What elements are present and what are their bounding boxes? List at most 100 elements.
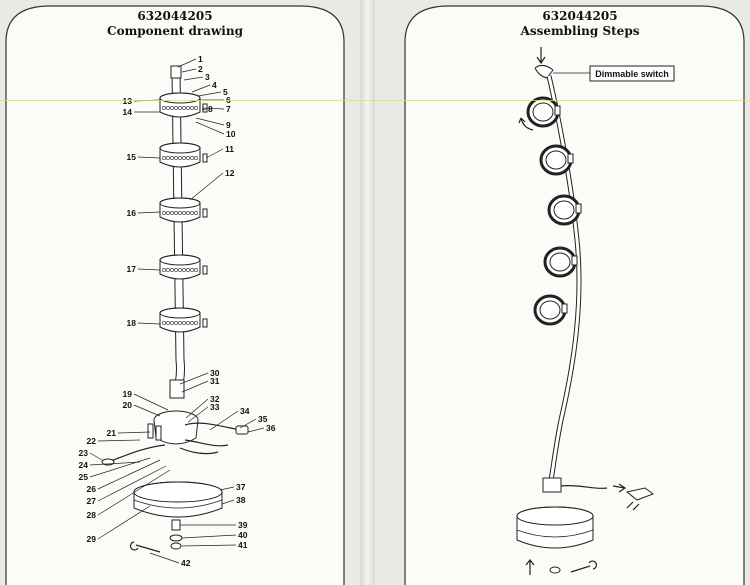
- leader-line: [137, 156, 161, 159]
- leader-line: [133, 393, 169, 411]
- page-title: Component drawing: [107, 24, 244, 38]
- leader-line: [201, 108, 207, 111]
- callout-14: 14: [123, 107, 133, 117]
- wrench: [570, 560, 597, 573]
- model-number: 632044205: [542, 9, 617, 23]
- callout-29: 29: [87, 534, 97, 544]
- callout-23: 23: [79, 448, 89, 458]
- callout-19: 19: [123, 389, 133, 399]
- callout-3: 3: [205, 72, 210, 82]
- ring-lamp: [543, 246, 578, 278]
- leader-line: [97, 439, 141, 442]
- callout-5: 5: [223, 87, 228, 97]
- leader-line: [219, 486, 235, 491]
- leader-line: [187, 406, 209, 423]
- callout-34: 34: [240, 406, 250, 416]
- connector-sleeve: [169, 379, 185, 399]
- ring-lamp: [533, 294, 568, 326]
- callout-40: 40: [238, 530, 248, 540]
- ring-lamp: [159, 254, 208, 280]
- ring-lamp: [159, 307, 208, 333]
- callout-4: 4: [212, 80, 217, 90]
- ring-lamps: [159, 92, 208, 333]
- callout-27: 27: [87, 496, 97, 506]
- callout-16: 16: [127, 208, 137, 218]
- leader-line: [97, 505, 151, 540]
- component-drawing-page: 632044205 Component drawing 123456789101: [0, 0, 360, 585]
- top-cap: [170, 65, 182, 79]
- callout-36: 36: [266, 423, 276, 433]
- leader-line: [201, 107, 225, 110]
- callout-9: 9: [226, 120, 231, 130]
- leader-line: [97, 465, 167, 502]
- cables: [101, 422, 249, 466]
- callout-13: 13: [123, 96, 133, 106]
- callout-31: 31: [210, 376, 220, 386]
- bolt: [171, 519, 181, 531]
- leader-line: [97, 459, 161, 490]
- callout-24: 24: [79, 460, 89, 470]
- dimmer: [235, 425, 249, 435]
- leader-line: [195, 121, 225, 135]
- callout-28: 28: [87, 510, 97, 520]
- insert-arrow: [536, 47, 546, 65]
- leader-line: [221, 499, 235, 505]
- ring-lamp: [547, 194, 582, 226]
- ring-lamp: [159, 92, 208, 118]
- assembly-page: 632044205 Assembling Steps Dimmable swit…: [375, 0, 750, 585]
- leader-line: [185, 398, 209, 419]
- leader-line: [197, 91, 222, 97]
- nut: [170, 542, 182, 550]
- adapter: [625, 487, 655, 501]
- page-frame: [404, 5, 745, 585]
- callout-30: 30: [210, 368, 220, 378]
- dimmable-switch-label-box: [589, 65, 675, 82]
- callout-8: 8: [208, 104, 213, 114]
- leader-line: [239, 418, 257, 429]
- ring-lamp: [526, 96, 561, 128]
- leader-line: [89, 457, 151, 478]
- leader-line: [205, 148, 224, 159]
- bolt-arrow: [525, 559, 535, 575]
- callout-25: 25: [79, 472, 89, 482]
- callout-1: 1: [198, 54, 203, 64]
- callout-2: 2: [198, 64, 203, 74]
- leader-line: [137, 268, 161, 271]
- base-plate: [133, 481, 223, 518]
- washer: [549, 566, 561, 574]
- leader-line: [97, 469, 171, 516]
- leader-line: [183, 76, 204, 81]
- callout-11: 11: [225, 144, 234, 154]
- ring-lamp: [539, 144, 574, 176]
- callout-35: 35: [258, 414, 268, 424]
- leader-line: [117, 431, 151, 434]
- lamp-head: [534, 64, 554, 79]
- leader-line: [195, 117, 225, 126]
- leader-line: [181, 68, 197, 73]
- callout-12: 12: [225, 168, 235, 178]
- highlight-line: [0, 100, 750, 101]
- callouts: 1234567891011121314151617181920212223242…: [79, 54, 276, 568]
- leader-line: [181, 534, 237, 539]
- ring-lamps: [526, 96, 582, 326]
- leader-line: [133, 404, 161, 417]
- wrench: [130, 541, 161, 553]
- callout-37: 37: [236, 482, 246, 492]
- leader-line: [189, 172, 224, 201]
- plug-arrow: [612, 483, 627, 493]
- page-fold: [360, 0, 375, 585]
- base: [516, 506, 594, 549]
- clips: [147, 423, 162, 441]
- ring-lamp: [159, 197, 208, 223]
- rotate-arrow: [518, 117, 534, 131]
- callout-33: 33: [210, 402, 220, 412]
- callout-7: 7: [226, 104, 231, 114]
- callout-26: 26: [87, 484, 97, 494]
- callout-15: 15: [127, 152, 137, 162]
- leader-line: [191, 84, 211, 93]
- model-number: 632044205: [137, 9, 212, 23]
- leader-line: [149, 552, 180, 564]
- leader-line: [181, 380, 209, 393]
- ring-lamp: [159, 142, 208, 168]
- callout-17: 17: [127, 264, 137, 274]
